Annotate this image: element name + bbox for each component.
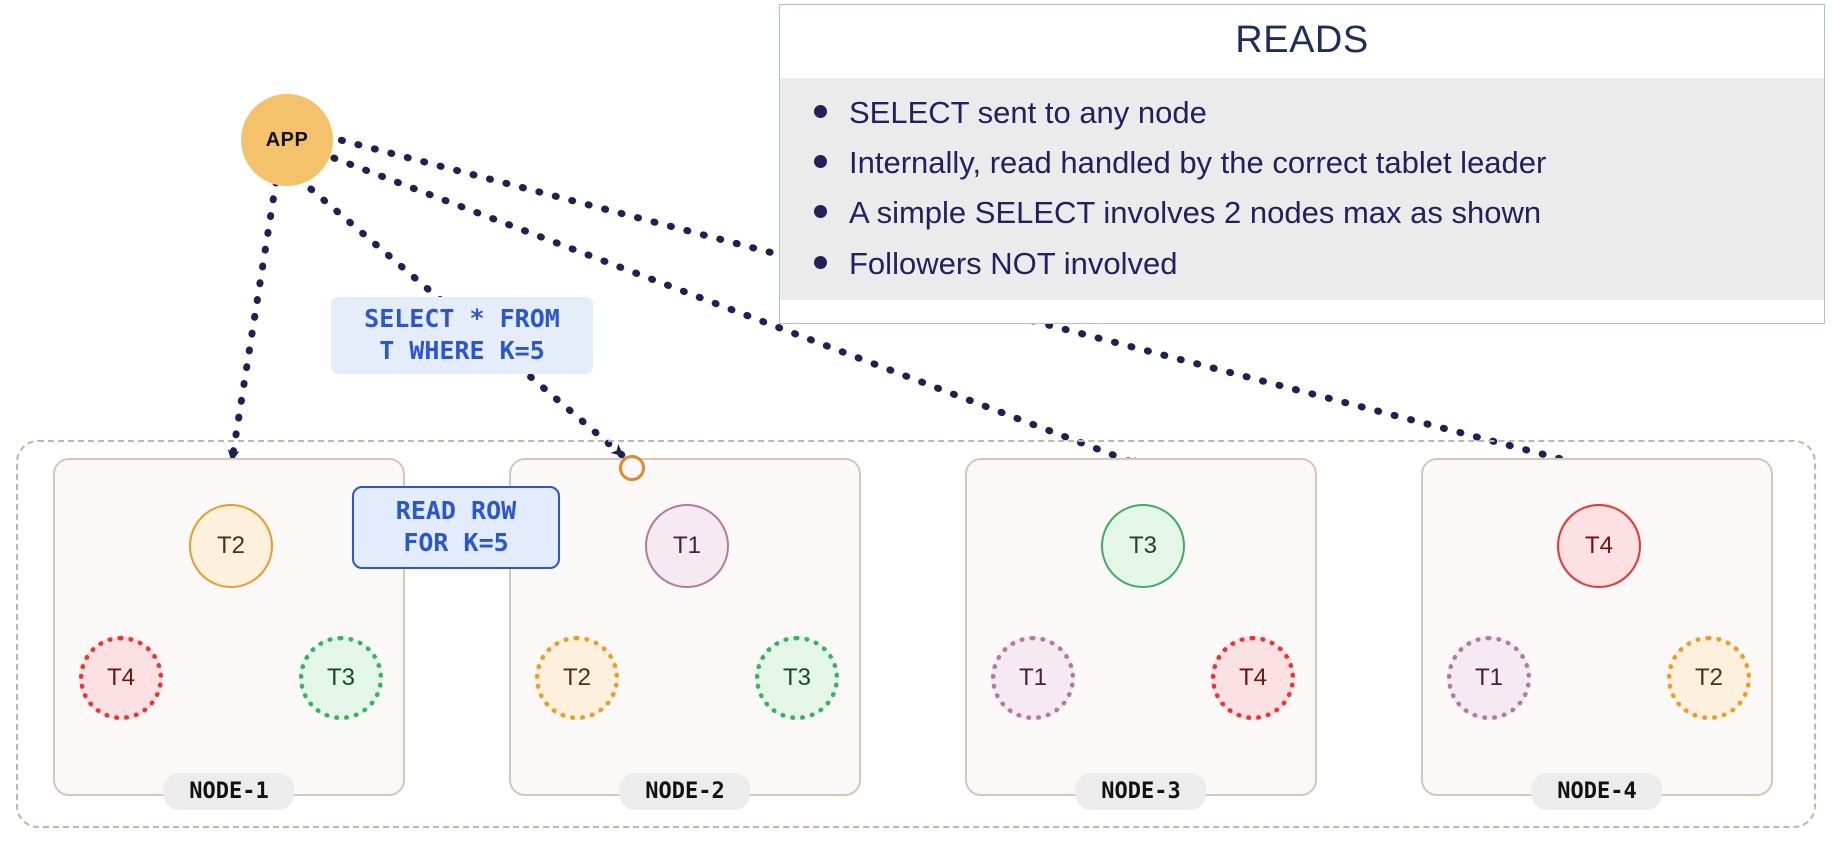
tablet-follower-t3: T3 [299, 636, 383, 720]
node-label-node-2: NODE-2 [619, 773, 751, 810]
query-entry-point-marker [619, 455, 645, 481]
list-item: A simple SELECT involves 2 nodes max as … [814, 192, 1798, 233]
bullet-icon [814, 105, 827, 118]
cluster-boundary [16, 440, 1816, 828]
app-node: APP [241, 94, 333, 186]
tablet-label: T3 [782, 664, 811, 691]
sql-query-line-1: SELECT * FROM [364, 304, 560, 333]
reads-info-panel: READS SELECT sent to any node Internally… [779, 4, 1825, 324]
reads-bullet-text: A simple SELECT involves 2 nodes max as … [849, 195, 1542, 231]
node-label-node-1: NODE-1 [163, 773, 295, 810]
list-item: Internally, read handled by the correct … [814, 142, 1798, 183]
tablet-leader-t2: T2 [189, 504, 273, 588]
tablet-leader-t3: T3 [1101, 504, 1185, 588]
read-row-callout-line-2: FOR K=5 [403, 527, 509, 557]
reads-bullet-text: SELECT sent to any node [849, 95, 1207, 130]
tablet-label: T4 [106, 664, 135, 691]
node-box-node-1: T2 T4 T3 NODE-1 [53, 458, 405, 810]
tablet-follower-t4: T4 [1211, 636, 1295, 720]
tablet-follower-t2: T2 [535, 636, 619, 720]
sql-query-label: SELECT * FROM T WHERE K=5 [331, 297, 593, 374]
tablet-label: T3 [326, 664, 355, 691]
node-box-node-2: T1 T2 T3 NODE-2 [509, 458, 861, 810]
tablet-label: T4 [1584, 532, 1613, 559]
tablet-leader-t1: T1 [645, 504, 729, 588]
tablet-follower-t4: T4 [79, 636, 163, 720]
node-box-node-3: T3 T1 T4 NODE-3 [965, 458, 1317, 810]
tablet-label: T2 [216, 532, 245, 559]
tablet-label: T2 [562, 664, 591, 691]
tablet-follower-t2: T2 [1667, 636, 1751, 720]
node-box-node-4: T4 T1 T2 NODE-4 [1421, 458, 1773, 810]
read-row-callout-line-1: READ ROW [395, 496, 517, 525]
reads-bullet-text: Followers NOT involved [849, 245, 1178, 281]
read-row-callout: READ ROW FOR K=5 [352, 486, 560, 569]
tablet-label: T1 [672, 532, 701, 559]
tablet-follower-t3: T3 [755, 636, 839, 720]
tablet-label: T2 [1694, 664, 1723, 691]
bullet-icon [814, 205, 827, 219]
tablet-label: T3 [1128, 532, 1157, 559]
reads-panel-body: SELECT sent to any node Internally, read… [780, 78, 1824, 300]
node-label-node-4: NODE-4 [1531, 773, 1663, 810]
list-item: SELECT sent to any node [814, 92, 1798, 133]
reads-bullet-list: SELECT sent to any node Internally, read… [780, 92, 1824, 284]
tablet-leader-t4: T4 [1557, 504, 1641, 588]
reads-bullet-text: Internally, read handled by the correct … [849, 145, 1547, 181]
tablet-label: T4 [1238, 664, 1267, 691]
bullet-icon [814, 255, 827, 269]
reads-panel-title: READS [1235, 19, 1369, 61]
edge-app-to-node1 [227, 178, 280, 464]
bullet-icon [814, 155, 827, 169]
tablet-label: T1 [1018, 664, 1047, 691]
list-item: Followers NOT involved [814, 243, 1798, 284]
node-label-node-3: NODE-3 [1075, 773, 1207, 810]
tablet-follower-t1: T1 [1447, 636, 1531, 720]
tablet-label: T1 [1474, 664, 1503, 691]
sql-query-line-2: T WHERE K=5 [379, 335, 545, 365]
app-node-label: APP [265, 128, 309, 151]
tablet-follower-t1: T1 [991, 636, 1075, 720]
